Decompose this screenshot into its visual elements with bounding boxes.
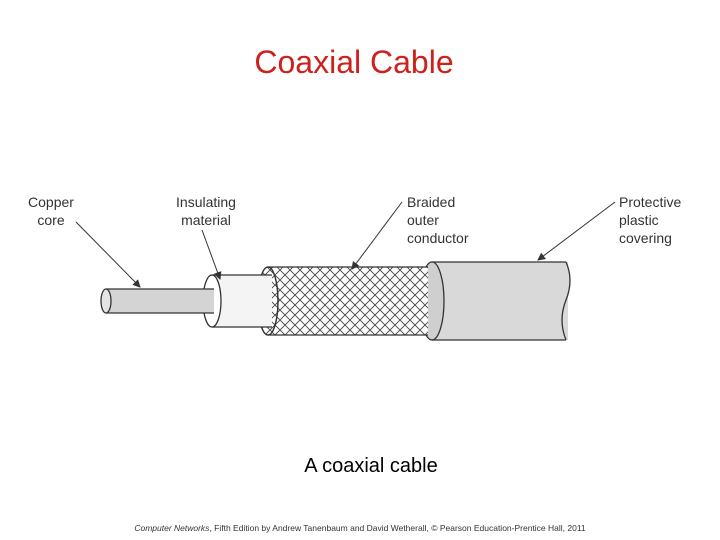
protective-plastic-covering [419, 261, 571, 341]
figure-caption: A coaxial cable [304, 455, 438, 477]
footer-citation-rest: , Fifth Edition by Andrew Tanenbaum and … [209, 523, 586, 533]
label-copper-core: Copper core [28, 194, 74, 228]
label-copper-core-line-2: core [37, 212, 64, 228]
slide-title: Coaxial Cable [254, 44, 454, 80]
braided-outer-conductor [257, 266, 428, 336]
label-copper-core-line-1: Copper [28, 194, 74, 210]
footer-book-title: Computer Networks [134, 523, 210, 533]
footer-citation: Computer Networks, Fifth Edition by Andr… [0, 523, 720, 533]
label-braided-line-1: Braided [407, 194, 455, 210]
label-protective-line-1: Protective [619, 194, 681, 210]
arrow-insulating-material [201, 229, 222, 280]
label-braided-line-2: outer [407, 212, 439, 228]
label-protective-line-2: plastic [619, 212, 659, 228]
label-protective-plastic-covering: Protective plastic covering [619, 194, 681, 246]
copper-core [100, 288, 214, 314]
arrow-copper-core [75, 221, 141, 288]
label-insulating-material-line-2: material [181, 212, 231, 228]
label-insulating-material-line-1: Insulating [176, 194, 236, 210]
arrow-braided-outer-conductor [351, 201, 403, 270]
label-braided-outer-conductor: Braided outer conductor [407, 194, 469, 246]
label-insulating-material: Insulating material [176, 194, 236, 228]
arrow-protective-plastic-covering [537, 201, 616, 261]
label-protective-line-3: covering [619, 230, 672, 246]
label-braided-line-3: conductor [407, 230, 469, 246]
